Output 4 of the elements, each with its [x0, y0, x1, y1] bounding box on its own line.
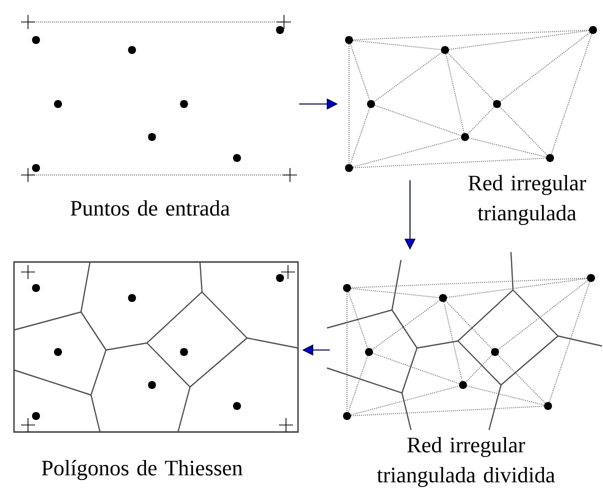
node-label: Red irregular triangulada — [468, 175, 586, 225]
node-label: Puntos de entrada — [70, 200, 230, 216]
node-label: Red irregular triangulada dividida — [377, 437, 555, 487]
node-label: Polígonos de Thiessen — [42, 460, 242, 480]
